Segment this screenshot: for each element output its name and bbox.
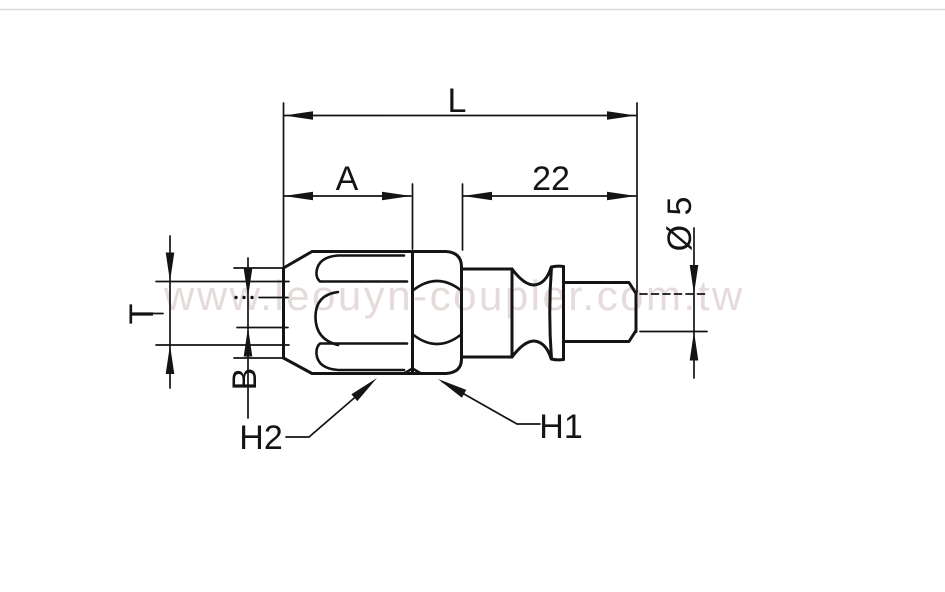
plug-stem [562,281,638,343]
collar-section [460,267,514,359]
dim-label-T: T [123,304,161,325]
dim-label-L: L [448,82,467,120]
dimension-L: L [282,82,638,293]
dimension-A: A [283,160,414,250]
dim-label-B: B [226,368,264,391]
coupler-part [139,250,638,375]
boundary-notch [402,367,423,375]
callout-H2: H2 [239,378,377,457]
callout-H1: H1 [438,379,583,446]
dimension-22: 22 [461,160,637,251]
dimension-dia5: Ø 5 [639,197,708,379]
hex-chamfer-arcs [412,279,462,346]
callout-label-H2: H2 [239,419,282,457]
dim-label-A: A [336,160,359,198]
dimension-T: T [123,235,175,389]
tube-stub-lines [139,267,290,359]
dim-label-22: 22 [532,160,570,198]
watermark-text: www.leouyn-coupler.com.tw [163,272,745,319]
grip-nut-flutes [314,254,409,372]
dimension-B: B [226,257,264,419]
callout-label-H1: H1 [539,408,582,446]
dim-label-dia5: Ø 5 [661,197,699,252]
nut-hex-silhouette [282,250,463,375]
